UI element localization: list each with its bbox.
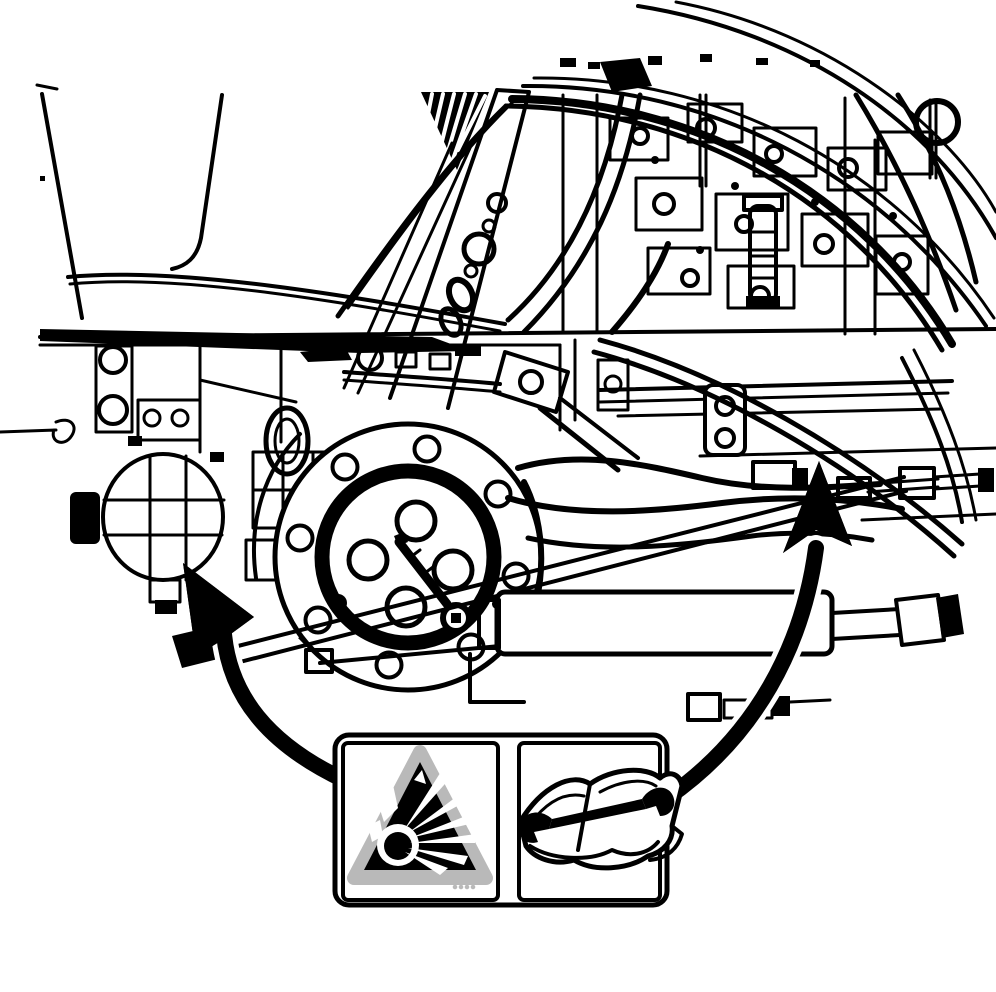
left-callout-arrow [183, 563, 357, 793]
warning-label [332, 732, 685, 908]
cab-outline [0, 83, 507, 454]
left-accumulator [70, 452, 226, 614]
rear-fender-arcs [335, 0, 996, 524]
hydraulic-valve-cluster [505, 92, 979, 336]
explosion-hazard-icon [347, 745, 493, 890]
step-bracket [94, 344, 202, 446]
hydraulic-cylinder [468, 589, 964, 722]
right-callout-arrow [654, 461, 852, 811]
lift-strut [342, 88, 640, 473]
pto-flange [251, 421, 545, 693]
tire-hatch-wedge [421, 92, 489, 170]
frame-rails [38, 327, 996, 559]
read-service-manual-icon [517, 767, 685, 871]
